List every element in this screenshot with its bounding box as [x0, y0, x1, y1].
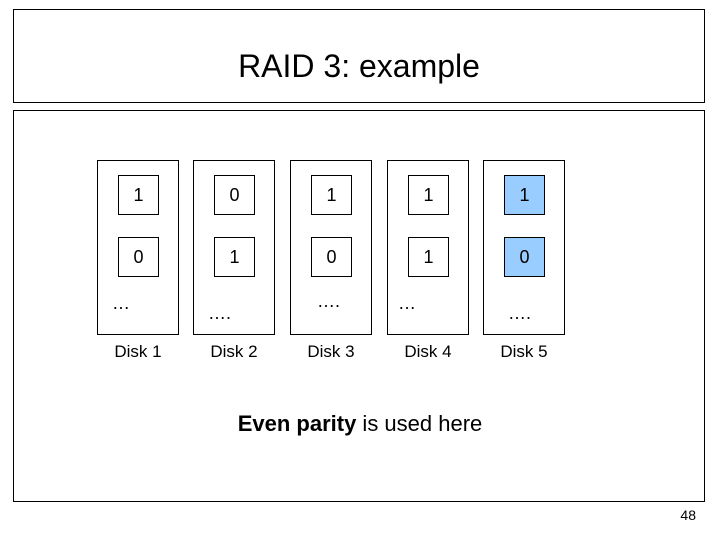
- caption: Even parity is used here: [0, 410, 720, 438]
- disk-5-parity-block-1: 1: [504, 175, 545, 215]
- disk-3-more-blocks: ….: [317, 291, 341, 311]
- disk-2-block-2: 1: [214, 237, 255, 277]
- disk-5-more-blocks: ….: [508, 303, 532, 323]
- content-box: [13, 110, 705, 502]
- disk-4: 1 1 …: [387, 160, 469, 335]
- disk-3: 1 0 ….: [290, 160, 372, 335]
- disk-3-block-1: 1: [311, 175, 352, 215]
- disk-1-block-2: 0: [118, 237, 159, 277]
- disk-3-label: Disk 3: [307, 342, 355, 361]
- caption-text: is used here: [356, 411, 483, 436]
- page-number: 48: [680, 507, 696, 523]
- disk-4-block-1: 1: [408, 175, 449, 215]
- disk-4-block-2: 1: [408, 237, 449, 277]
- disk-1-block-1: 1: [118, 175, 159, 215]
- disk-5-parity-block-2: 0: [504, 237, 545, 277]
- disk-1-label: Disk 1: [114, 342, 162, 361]
- disk-4-label: Disk 4: [404, 342, 452, 361]
- caption-emphasis: Even parity: [237, 411, 357, 436]
- disk-2-more-blocks: ….: [208, 303, 232, 323]
- title-box: RAID 3: example: [13, 9, 705, 103]
- disk-4-more-blocks: …: [398, 293, 416, 313]
- slide-title: RAID 3: example: [238, 48, 480, 84]
- disk-5: 1 0 ….: [483, 160, 565, 335]
- disk-1: 1 0 …: [97, 160, 179, 335]
- disk-5-label: Disk 5: [500, 342, 548, 361]
- disk-2-block-1: 0: [214, 175, 255, 215]
- disk-1-more-blocks: …: [112, 293, 130, 313]
- disk-2-label: Disk 2: [210, 342, 258, 361]
- disk-2: 0 1 ….: [193, 160, 275, 335]
- disk-3-block-2: 0: [311, 237, 352, 277]
